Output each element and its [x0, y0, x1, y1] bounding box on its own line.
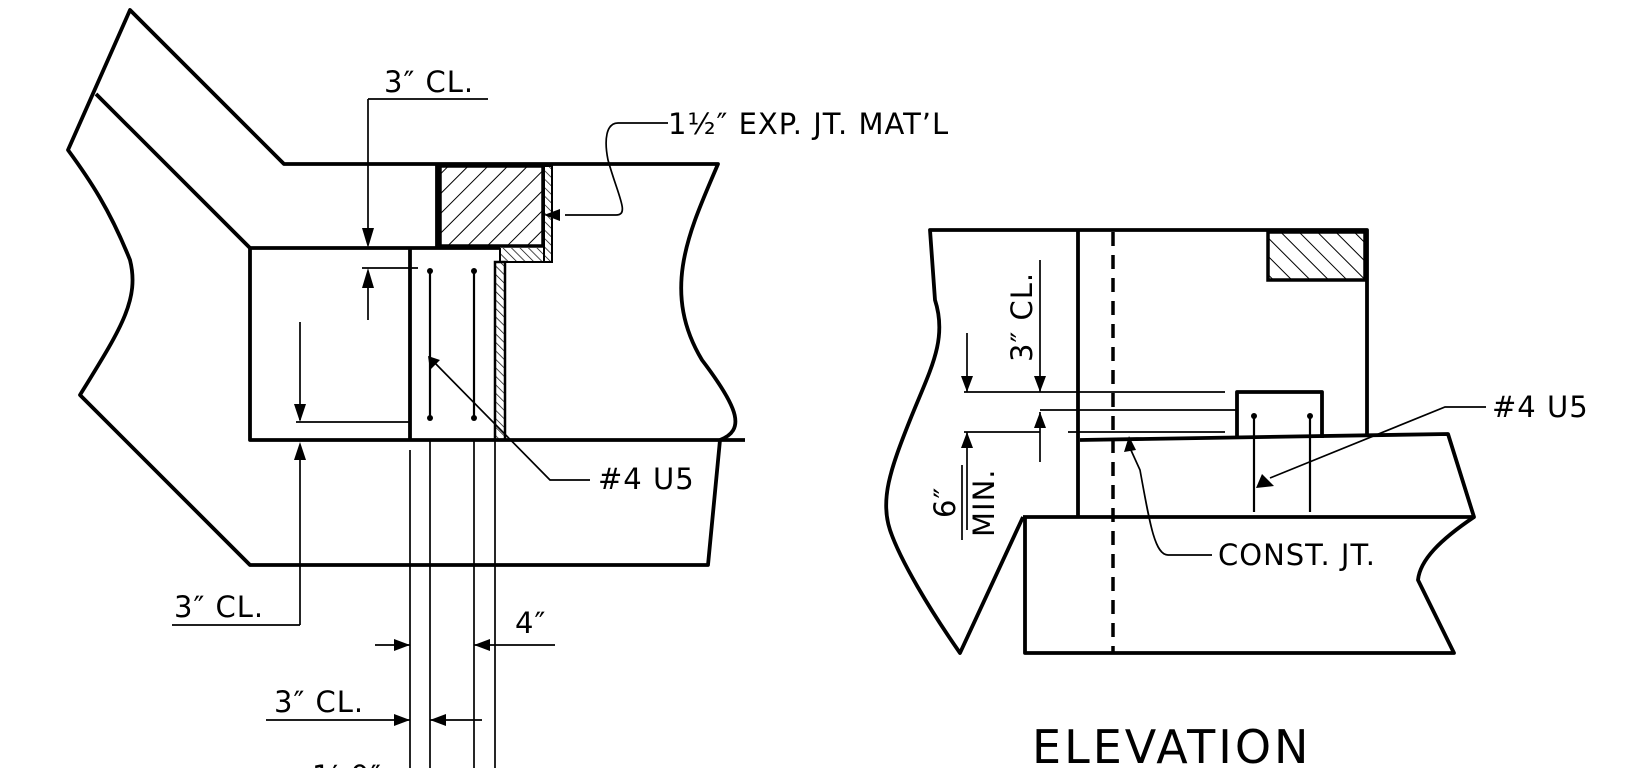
const-joint-label: CONST. JT. [1218, 538, 1376, 572]
elev-rebar-u5 [1251, 413, 1313, 512]
view-title: ELEVATION [1032, 720, 1311, 768]
plan-bar-label: #4 U5 [598, 462, 695, 496]
elev-upper-outline [884, 228, 1369, 655]
elev-lower-slab [1023, 432, 1476, 519]
plan-exp-joint-material-hatch [438, 164, 545, 248]
plan-view: 3″ CL. 3″ CL. 1½″ EXP. JT. MAT’L #4 U5 4… [66, 8, 949, 768]
elev-min-value-label: 6″ [928, 487, 962, 518]
plan-clear-top-label: 3″ CL. [384, 65, 474, 99]
elevation-view: 3″ CL. 6″ MIN. #4 U5 CONST. JT. ELEVATIO… [884, 228, 1589, 768]
elev-clear-label: 3″ CL. [1005, 272, 1039, 362]
elev-exp-joint-hatch [1266, 230, 1367, 282]
plan-joint-filler-strip [493, 260, 507, 442]
elev-min-text-label: MIN. [967, 469, 1001, 538]
plan-clear-bottom-label: 3″ CL. [174, 590, 264, 624]
plan-slab-outline [66, 8, 738, 567]
plan-slab-inner-edge [94, 92, 252, 250]
plan-rebar-u5 [427, 268, 477, 421]
exp-joint-material-label: 1½″ EXP. JT. MAT’L [668, 107, 949, 141]
elev-shear-key [1235, 390, 1324, 438]
plan-partial-dim-label: 1′-0″ [312, 759, 382, 768]
plan-joint-block [248, 248, 745, 442]
plan-clear-side-label: 3″ CL. [274, 685, 364, 719]
elev-bar-label: #4 U5 [1492, 390, 1589, 424]
plan-spacing-4in-label: 4″ [515, 606, 546, 640]
